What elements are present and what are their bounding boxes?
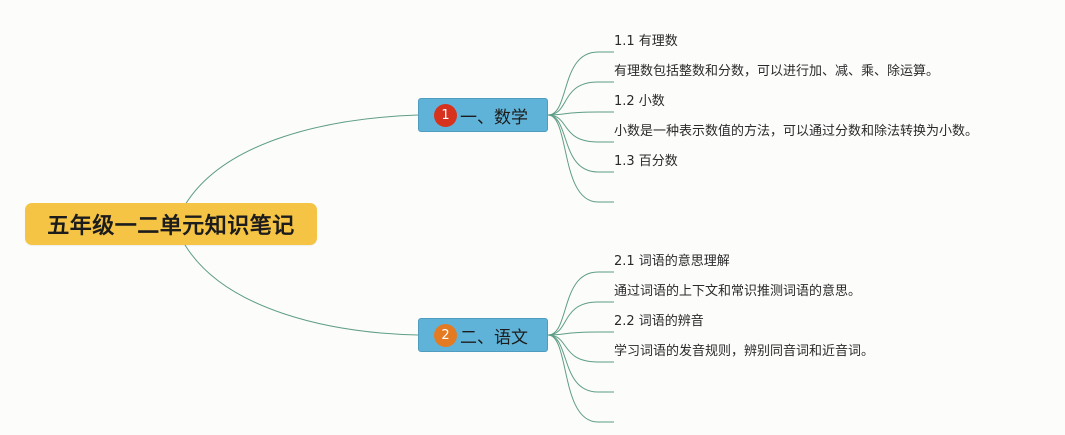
chinese-leaf-connector [547, 334, 614, 393]
leaf-2-1-title[interactable]: 2.1 词语的意思理解 [614, 254, 730, 269]
chinese-leaf-connector [547, 301, 614, 336]
math-leaf-connectors [547, 51, 614, 203]
root-topic-label: 五年级一二单元知识笔记 [47, 214, 295, 239]
root-to-chinese-connector [184, 244, 419, 336]
root-to-math-connector [184, 114, 419, 206]
math-leaf-connector [547, 114, 614, 203]
chinese-leaf-connector [547, 331, 614, 336]
leaf-2-2-title[interactable]: 2.2 词语的辨音 [614, 314, 704, 329]
branch-chinese[interactable]: 2 二、语文 [418, 318, 548, 352]
number-badge-icon: 1 [434, 103, 457, 127]
leaf-1-1-note[interactable]: 有理数包括整数和分数，可以进行加、减、乘、除运算。 [614, 64, 940, 79]
leaf-1-2-title[interactable]: 1.2 小数 [614, 94, 665, 109]
leaf-2-2-note[interactable]: 学习词语的发音规则，辨别同音词和近音词。 [614, 344, 875, 359]
math-leaf-connector [547, 111, 614, 116]
chinese-leaf-connector [547, 271, 614, 336]
chinese-leaf-connector [547, 334, 614, 363]
chinese-leaf-connector [547, 334, 614, 423]
branch-math[interactable]: 1 一、数学 [418, 98, 548, 132]
leaf-1-2-note[interactable]: 小数是一种表示数值的方法，可以通过分数和除法转换为小数。 [614, 124, 979, 139]
leaf-2-1-note[interactable]: 通过词语的上下文和常识推测词语的意思。 [614, 284, 862, 299]
math-leaf-connector [547, 51, 614, 116]
number-badge-icon: 2 [434, 323, 457, 347]
root-topic[interactable]: 五年级一二单元知识笔记 [25, 203, 317, 245]
branch-math-label: 一、数学 [460, 107, 528, 128]
chinese-leaf-connectors [547, 271, 614, 423]
leaf-1-3-title[interactable]: 1.3 百分数 [614, 154, 678, 169]
math-leaf-connector [547, 114, 614, 173]
math-leaf-connector [547, 81, 614, 116]
math-leaf-connector [547, 114, 614, 143]
branch-chinese-label: 二、语文 [460, 327, 528, 348]
leaf-1-1-title[interactable]: 1.1 有理数 [614, 34, 678, 49]
